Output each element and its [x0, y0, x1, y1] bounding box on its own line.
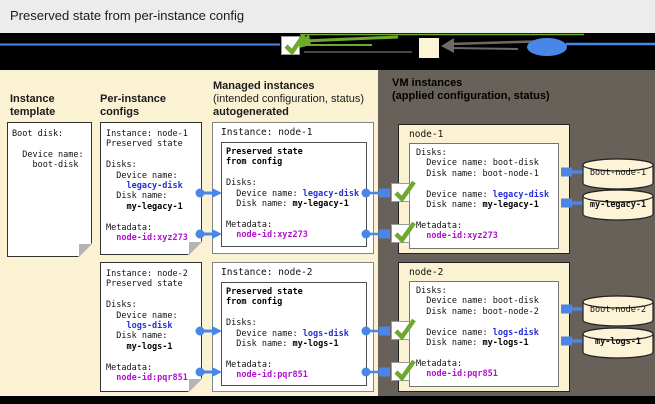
page-fold-icon	[189, 379, 202, 392]
legend-band	[0, 33, 655, 70]
instance-template-card: Boot disk: Device name: boot-disk	[7, 122, 92, 257]
vm-instance-inner-box: Disks: Device name: boot-disk Disk name:…	[409, 281, 559, 387]
legend-gray-arrowhead	[441, 38, 454, 53]
vm-instances-title: VM instances	[392, 77, 463, 89]
check-icon	[394, 359, 416, 382]
page-fold-icon	[79, 244, 92, 257]
vm-instance-card-node-2: node-2 Disks: Device name: boot-disk Dis…	[398, 262, 570, 392]
check-icon	[394, 180, 416, 203]
legend-checkbox	[281, 33, 306, 56]
managed-instance-header-node-1: Instance: node-1	[221, 127, 313, 138]
vm-instance-header-node-1: node-1	[409, 129, 444, 140]
legend-blue-oval	[527, 38, 567, 56]
status-checkbox-node-2-metadata	[391, 359, 416, 382]
vm-instances-subtitle: (applied configuration, status)	[392, 90, 550, 102]
instance-template-code: Boot disk: Device name: boot-disk	[12, 129, 84, 171]
diagram-title: Preserved state from per-instance config	[10, 8, 245, 23]
bottom-band	[0, 396, 655, 404]
disk-label-my-logs-1: my-logs-1	[594, 337, 642, 347]
check-icon	[394, 221, 416, 244]
disk-label-boot-node-2: boot-node-2	[589, 305, 647, 315]
vm-instance-header-node-2: node-2	[409, 267, 444, 278]
check-icon	[284, 33, 306, 56]
status-checkbox-node-1-disk	[391, 180, 416, 203]
page-fold-icon	[189, 242, 202, 255]
legend-shapes	[0, 33, 655, 58]
managed-instances-note: autogenerated	[213, 106, 289, 118]
column-heading-per-instance-configs: Per-instance configs	[100, 93, 167, 118]
managed-instances-title: Managed instances	[213, 80, 315, 92]
check-icon	[394, 318, 416, 341]
status-checkbox-node-1-metadata	[391, 221, 416, 244]
legend-cream-square	[419, 38, 439, 58]
managed-instances-subtitle: (intended configuration, status)	[213, 93, 365, 105]
disk-label-boot-node-1: boot-node-1	[589, 168, 647, 178]
column-heading-instance-template: Instance template	[10, 93, 56, 118]
vm-instance-card-node-1: node-1 Disks: Device name: boot-disk Dis…	[398, 124, 570, 254]
vm-instance-inner-box: Disks: Device name: boot-disk Disk name:…	[409, 143, 559, 249]
column-heading-managed-instances: Managed instances (intended configuratio…	[213, 80, 378, 119]
status-checkbox-node-2-disk	[391, 318, 416, 341]
column-heading-vm-instances: VM instances (applied configuration, sta…	[392, 77, 652, 103]
title-bar: Preserved state from per-instance config	[0, 0, 655, 33]
legend-green-arrow-tail	[302, 35, 399, 43]
managed-instance-header-node-2: Instance: node-2	[221, 267, 313, 278]
vm-instance-code-node-1: Disks: Device name: boot-disk Disk name:…	[416, 148, 550, 242]
disk-label-my-legacy-1: my-legacy-1	[589, 200, 647, 210]
vm-instance-code-node-2: Disks: Device name: boot-disk Disk name:…	[416, 286, 539, 380]
